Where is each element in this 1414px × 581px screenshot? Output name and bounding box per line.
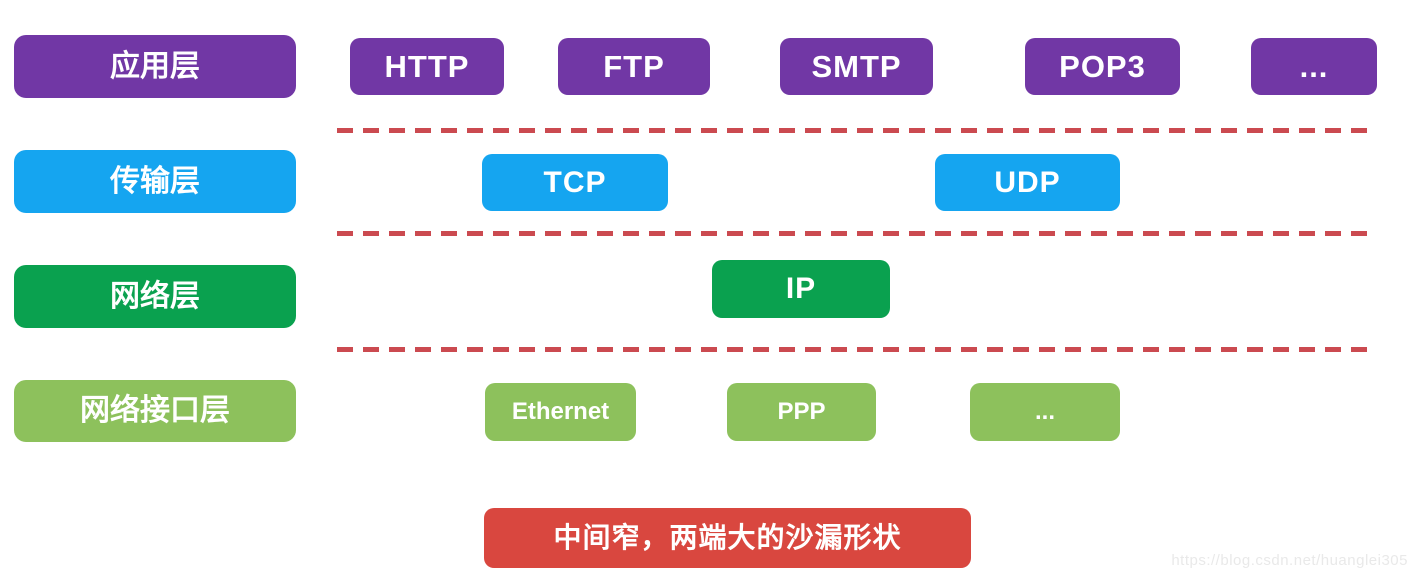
separator-line-3 <box>337 347 1377 352</box>
protocol-box-ip: IP <box>712 260 890 318</box>
protocol-box-ftp: FTP <box>558 38 710 95</box>
protocol-box-app-ellipsis: ... <box>1251 38 1377 95</box>
layer-label-application: 应用层 <box>14 35 296 98</box>
layer-label-transport: 传输层 <box>14 150 296 213</box>
protocol-box-udp: UDP <box>935 154 1120 211</box>
separator-line-1 <box>337 128 1377 133</box>
separator-line-2 <box>337 231 1377 236</box>
protocol-box-tcp: TCP <box>482 154 668 211</box>
protocol-box-ethernet: Ethernet <box>485 383 636 441</box>
caption-hourglass-shape: 中间窄，两端大的沙漏形状 <box>484 508 971 568</box>
layer-label-network: 网络层 <box>14 265 296 328</box>
protocol-box-smtp: SMTP <box>780 38 933 95</box>
protocol-box-pop3: POP3 <box>1025 38 1180 95</box>
watermark-url: https://blog.csdn.net/huanglei305 <box>1171 552 1408 569</box>
protocol-box-http: HTTP <box>350 38 504 95</box>
layer-label-network-interface: 网络接口层 <box>14 380 296 442</box>
protocol-box-link-ellipsis: ... <box>970 383 1120 441</box>
protocol-box-ppp: PPP <box>727 383 876 441</box>
